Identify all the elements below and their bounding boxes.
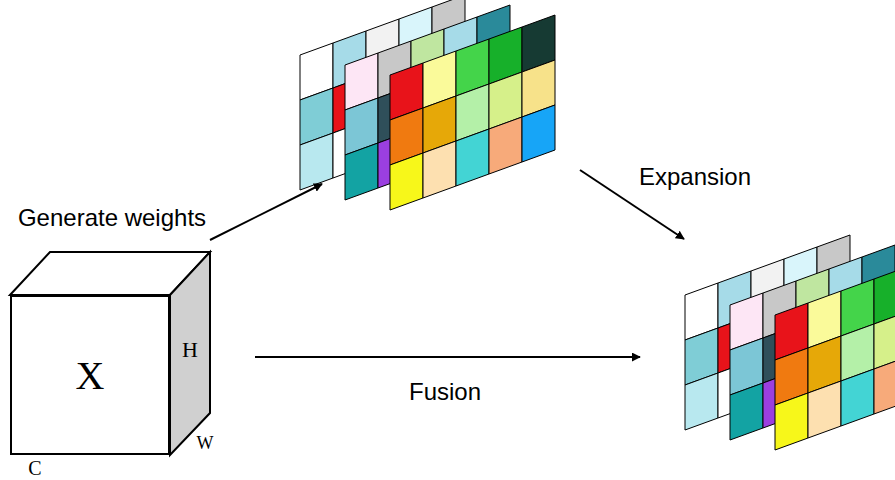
weight-cell [730, 383, 763, 440]
weight-cell [489, 117, 522, 174]
weight-cell [808, 381, 841, 438]
fusion-arrow [255, 356, 640, 358]
arrow-label: Expansion [639, 163, 751, 191]
dimension-label: H [182, 337, 198, 363]
weight-cell [522, 105, 555, 162]
dimension-label: W [197, 433, 214, 454]
weight-cell [874, 267, 895, 324]
weight-cell [423, 141, 456, 198]
weight-cell [775, 393, 808, 450]
weight-cell [345, 143, 378, 200]
weight-cell [456, 129, 489, 186]
weight-cell [841, 369, 874, 426]
cube-side-face [170, 252, 210, 455]
weight-cell [874, 357, 895, 414]
dimension-label: C [28, 457, 41, 480]
weight-cell [390, 153, 423, 210]
generate-arrow [210, 184, 322, 240]
weight-grids [300, 0, 895, 450]
weight-cell [685, 373, 718, 430]
weight-cell [874, 312, 895, 369]
weight-cell [300, 133, 333, 190]
tensor-name: X [76, 352, 105, 399]
arrow-label: Generate weights [18, 204, 206, 232]
cube-front-face: X [10, 295, 170, 455]
arrow-label: Fusion [409, 378, 481, 406]
